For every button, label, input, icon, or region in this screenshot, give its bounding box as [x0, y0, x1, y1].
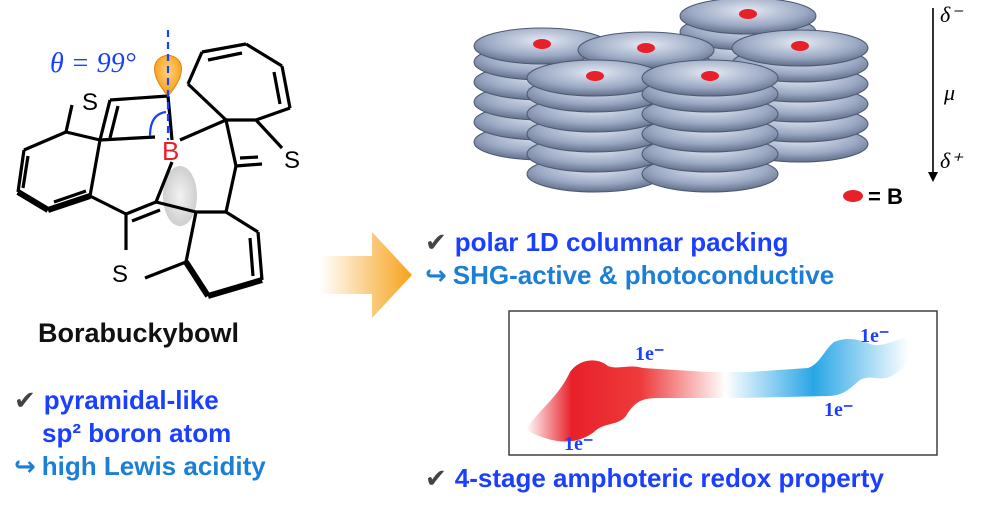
- dipole-negative-label: δ⁻: [940, 2, 964, 27]
- angle-arc: [148, 110, 167, 137]
- sulfur-atom-left: S: [82, 89, 98, 116]
- angle-label: θ = 99°: [50, 48, 136, 79]
- dipole-positive-label: δ⁺: [940, 148, 964, 173]
- columnar-stack-diagram: δ⁻ μ δ⁺ = B: [473, 0, 964, 209]
- feature-amphoteric-redox: 4-stage amphoteric redox property: [454, 463, 884, 493]
- redox-label-1: 1e⁻: [635, 343, 664, 365]
- redox-diagram: 1e⁻ 1e⁻ 1e⁻ 1e⁻: [508, 310, 938, 456]
- molecule-name: Borabuckybowl: [38, 318, 240, 348]
- sulfur-atom-bottom: S: [112, 261, 128, 288]
- redox-label-4: 1e⁻: [824, 399, 853, 421]
- empty-p-orbital-lobe: [154, 54, 182, 97]
- redox-label-3: 1e⁻: [860, 325, 889, 347]
- feature-shg-photoconductive: SHG-active & photoconductive: [452, 260, 835, 290]
- boron-atom: B: [162, 136, 179, 166]
- hook-arrow-icon: ↪: [14, 451, 36, 481]
- packing-feature-list: ✔polar 1D columnar packing ↪SHG-active &…: [425, 226, 995, 292]
- dipole-mu-label: μ: [943, 80, 955, 105]
- redox-feature: ✔4-stage amphoteric redox property: [425, 462, 1000, 495]
- feature-columnar-packing: polar 1D columnar packing: [454, 227, 789, 257]
- check-icon: ✔: [425, 227, 447, 257]
- feature-pyramidal: pyramidal-like: [43, 385, 219, 415]
- check-icon: ✔: [425, 463, 447, 493]
- boron-legend-marker: [843, 190, 863, 202]
- sulfur-atom-right: S: [284, 147, 300, 174]
- boron-legend-label: = B: [868, 184, 903, 209]
- borabuckybowl-structure: θ = 99° S S S B: [16, 30, 300, 299]
- orange-arrow-icon: [320, 232, 412, 318]
- feature-lewis-acidity: high Lewis acidity: [41, 451, 266, 481]
- feature-sp2-boron: sp² boron atom: [42, 418, 232, 448]
- check-icon: ✔: [14, 385, 36, 415]
- left-feature-list: ✔pyramidal-like sp² boron atom ↪high Lew…: [14, 384, 344, 483]
- redox-label-2: 1e⁻: [564, 433, 593, 455]
- hook-arrow-icon: ↪: [425, 260, 447, 290]
